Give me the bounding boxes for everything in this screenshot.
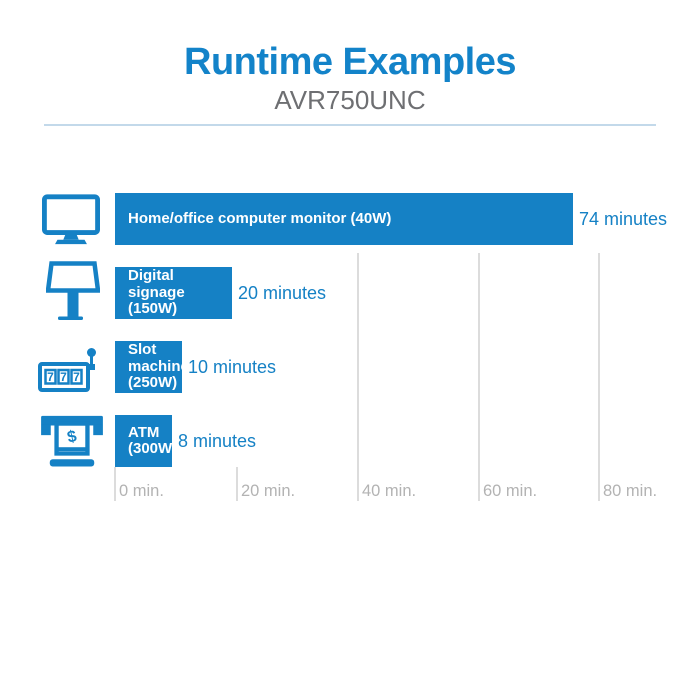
bar-value-label: 74 minutes <box>579 208 668 229</box>
chart-row-monitor: Home/office computer monitor (40W) 74 mi… <box>0 193 700 245</box>
axis-gridline <box>478 253 480 501</box>
bar-label: ATM (300W) <box>128 423 178 457</box>
bar-label: Slot machine (250W) <box>128 341 189 392</box>
runtime-bar: Home/office computer monitor (40W) <box>115 193 573 245</box>
svg-text:7: 7 <box>47 370 54 384</box>
chart-row-slot-machine: 7 7 7 Slot machine (250W) 10 minutes <box>0 341 700 393</box>
bar-value-label: 20 minutes <box>238 282 327 303</box>
computer-monitor-icon <box>42 194 100 250</box>
axis-tick-label: 0 min. <box>119 482 164 500</box>
chart-row-atm: $ ATM (300W) 8 minutes <box>0 415 700 467</box>
svg-text:7: 7 <box>60 370 67 384</box>
bar-value-label: 8 minutes <box>178 430 257 451</box>
bar-label: Digital signage (150W) <box>128 267 185 318</box>
axis-gridline <box>357 253 359 501</box>
page-title: Runtime Examples <box>184 41 517 83</box>
axis-gridline <box>114 467 116 501</box>
axis-tick-label: 60 min. <box>483 482 538 500</box>
axis-gridline <box>236 467 238 501</box>
runtime-bar: Digital signage (150W) <box>115 267 232 319</box>
bar-value-label: 10 minutes <box>188 356 277 377</box>
header-divider <box>44 124 656 126</box>
svg-text:$: $ <box>66 427 79 447</box>
runtime-bar: Slot machine (250W) <box>115 341 189 393</box>
page-subtitle: AVR750UNC <box>274 85 426 115</box>
slot-machine-icon: 7 7 7 <box>38 347 96 398</box>
chart-row-signage: Digital signage (150W) 20 minutes <box>0 261 700 320</box>
axis-gridline <box>598 253 600 501</box>
digital-signage-icon <box>45 261 101 326</box>
svg-text:7: 7 <box>73 370 80 384</box>
atm-icon: $ <box>40 411 104 472</box>
bar-label: Home/office computer monitor (40W) <box>128 209 392 227</box>
runtime-bar: ATM (300W) <box>115 415 177 467</box>
axis-tick-label: 80 min. <box>603 482 658 500</box>
axis-tick-label: 20 min. <box>241 482 296 500</box>
axis-tick-label: 40 min. <box>362 482 417 500</box>
